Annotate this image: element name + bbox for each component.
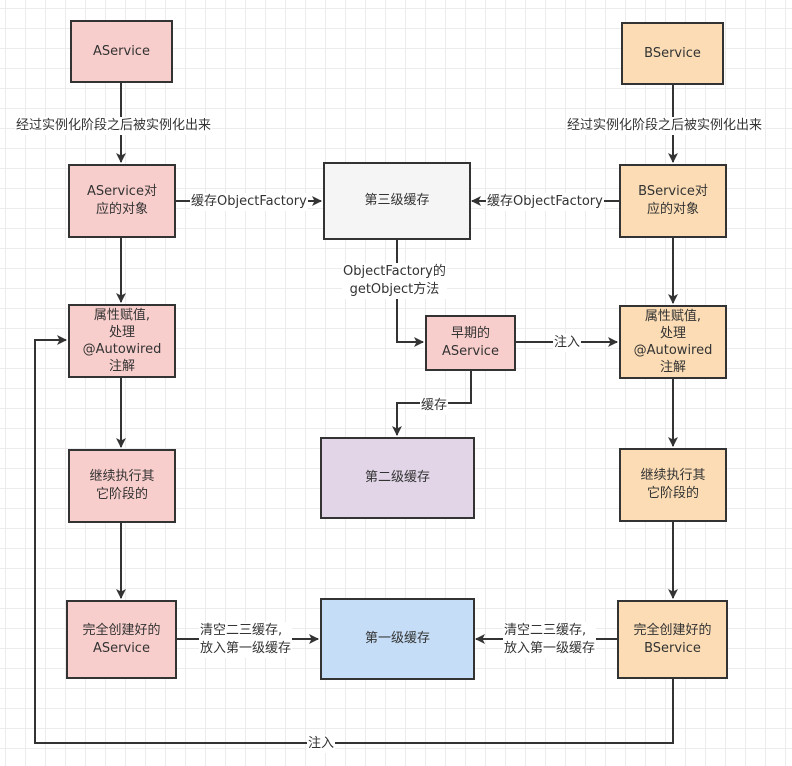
- label-b-cache-factory: 缓存ObjectFactory: [486, 193, 604, 211]
- label-get-object: ObjectFactory的 getObject方法: [342, 263, 447, 299]
- node-bservice-object[interactable]: BService对 应的对象: [619, 164, 727, 238]
- node-second-level-cache[interactable]: 第二级缓存: [320, 437, 475, 519]
- label-a-cache-factory: 缓存ObjectFactory: [190, 193, 308, 211]
- node-aservice-populate[interactable]: 属性赋值, 处理 @Autowired 注解: [68, 304, 176, 378]
- label-a-to-first: 清空二三缓存, 放入第一级缓存: [199, 622, 293, 658]
- label-inject-early: 注入: [553, 334, 582, 352]
- node-early-aservice[interactable]: 早期的 AService: [425, 315, 516, 371]
- edge-inject-loop: [34, 335, 674, 744]
- label-b-to-first: 清空二三缓存, 放入第一级缓存: [503, 622, 597, 658]
- node-first-level-cache[interactable]: 第一级缓存: [320, 598, 475, 680]
- node-aservice[interactable]: AService: [70, 20, 173, 83]
- node-bservice-complete[interactable]: 完全创建好的 BService: [617, 600, 728, 679]
- node-bservice-populate[interactable]: 属性赋值, 处理 @Autowired 注解: [619, 305, 727, 379]
- label-b-instantiate: 经过实例化阶段之后被实例化出来: [566, 117, 764, 135]
- node-aservice-continue[interactable]: 继续执行其 它阶段的: [68, 449, 176, 523]
- node-third-level-cache[interactable]: 第三级缓存: [323, 162, 471, 240]
- node-aservice-object[interactable]: AService对 应的对象: [68, 164, 176, 238]
- label-inject-loop: 注入: [307, 735, 336, 753]
- label-cache-second: 缓存: [420, 397, 449, 415]
- node-bservice[interactable]: BService: [621, 22, 724, 85]
- node-aservice-complete[interactable]: 完全创建好的 AService: [66, 600, 177, 679]
- label-a-instantiate: 经过实例化阶段之后被实例化出来: [15, 117, 213, 135]
- node-bservice-continue[interactable]: 继续执行其 它阶段的: [619, 448, 727, 522]
